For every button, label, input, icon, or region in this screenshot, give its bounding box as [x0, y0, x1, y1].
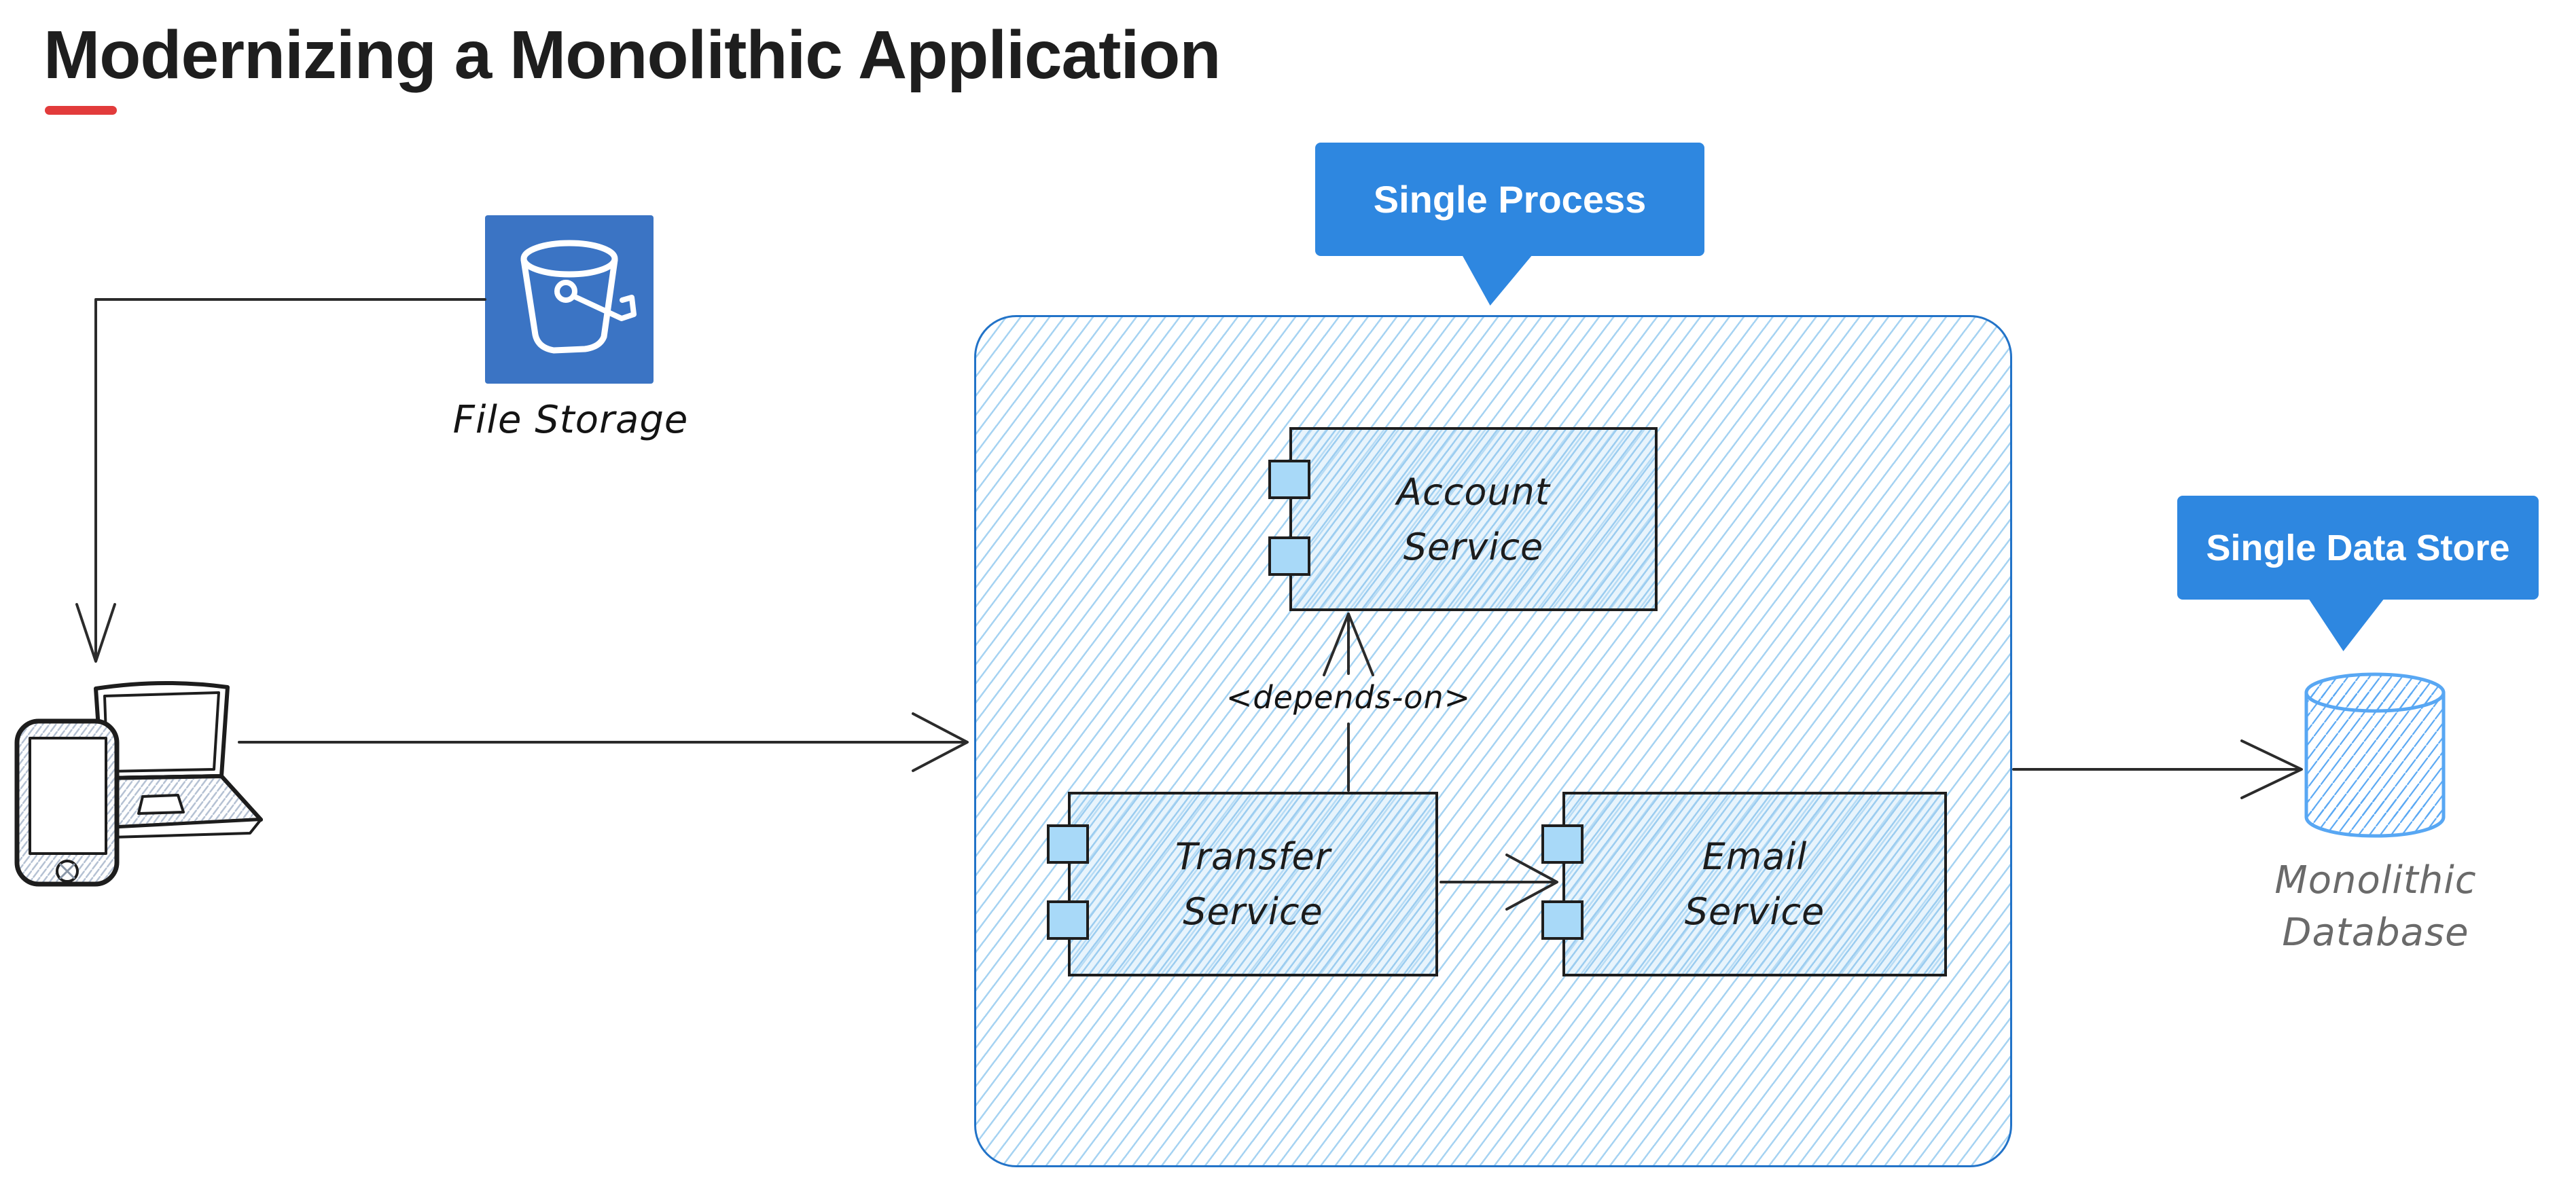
callout-single-data-store-tail — [2308, 598, 2384, 651]
arrow-client-to-monolith — [238, 712, 969, 772]
callout-single-process-tail — [1462, 255, 1533, 306]
callout-single-data-store: Single Data Store — [2177, 496, 2539, 600]
database-cylinder-icon — [2304, 672, 2446, 838]
database-label: Monolithic Database — [2274, 858, 2477, 955]
callout-single-process: Single Process — [1315, 143, 1704, 256]
component-port — [1541, 824, 1584, 864]
component-port — [1047, 900, 1089, 940]
page-title: Modernizing a Monolithic Application — [43, 17, 1221, 93]
arrow-client-to-file-storage — [75, 298, 486, 663]
file-storage-label: File Storage — [452, 398, 689, 442]
callout-single-process-label: Single Process — [1373, 178, 1647, 221]
component-account-service-label: Account Service — [1397, 470, 1550, 568]
client-devices — [14, 681, 263, 887]
arrow-monolith-to-database — [2012, 739, 2303, 799]
component-port — [1268, 460, 1310, 499]
depends-on-label: <depends-on> — [1226, 679, 1471, 716]
title-underline — [45, 106, 117, 115]
component-transfer-service-label: Transfer Service — [1175, 835, 1331, 933]
component-email-service-label: Email Service — [1684, 835, 1825, 933]
smartphone-icon — [14, 718, 120, 887]
component-account-service: Account Service — [1289, 427, 1658, 611]
component-transfer-service: Transfer Service — [1068, 792, 1438, 976]
bucket-icon — [520, 240, 637, 354]
laptop-icon — [94, 681, 263, 839]
component-email-service: Email Service — [1562, 792, 1947, 976]
component-port — [1047, 824, 1089, 864]
component-port — [1268, 536, 1310, 576]
callout-single-data-store-label: Single Data Store — [2206, 527, 2510, 568]
file-storage-node — [485, 215, 654, 384]
component-port — [1541, 900, 1584, 940]
